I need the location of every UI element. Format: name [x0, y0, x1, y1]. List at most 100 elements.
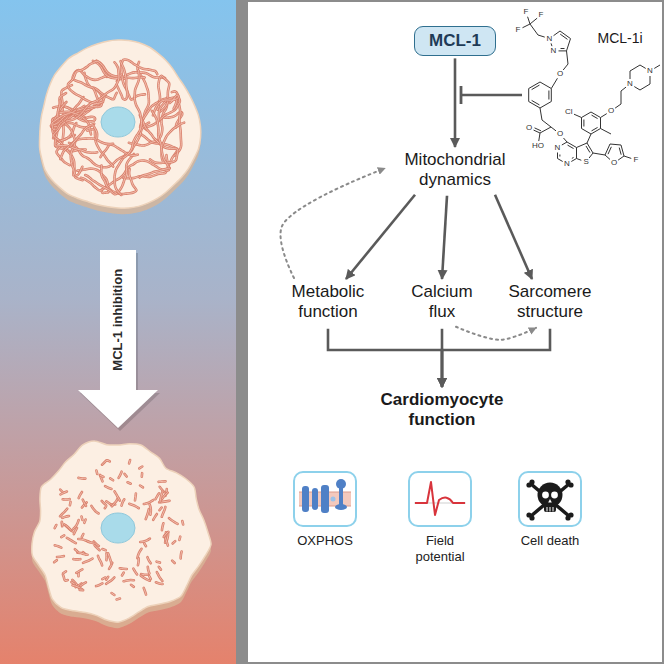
mitochondrion-core: [64, 524, 72, 531]
mitochondrion: [137, 558, 140, 565]
mitochondrion: [122, 499, 125, 505]
mitochondrion-core: [100, 475, 103, 481]
mitochondrion-core: [159, 481, 166, 482]
mitochondrion-core: [60, 139, 113, 160]
nucleus: [101, 107, 135, 137]
bone-end: [565, 515, 570, 520]
mitochondrion: [80, 589, 83, 592]
mitochondrion-core: [81, 155, 169, 190]
atom-symbol: O: [525, 124, 533, 132]
mitochondrion: [63, 571, 66, 573]
mitochondrion-core: [62, 516, 69, 518]
atom-symbol: Cl: [564, 108, 574, 116]
mitochondrion: [128, 460, 132, 463]
mitochondrion-core: [108, 553, 111, 563]
bond: [615, 104, 621, 108]
atom-symbol: O: [610, 159, 618, 167]
mitochondrion: [60, 491, 66, 494]
mitochondrion-core: [106, 577, 114, 583]
mitochondrion-core: [157, 572, 163, 581]
bond: [601, 129, 612, 135]
bond: [601, 114, 607, 118]
mitochondrion-core: [156, 493, 160, 499]
bond: [528, 89, 529, 102]
mitochondrion: [102, 549, 105, 550]
bond: [567, 142, 577, 148]
bond: [538, 35, 545, 37]
node-text: Cardiomyocyte function: [367, 390, 517, 431]
atom-symbol: F: [538, 11, 545, 19]
nucleus: [101, 513, 135, 543]
field-trace: [415, 482, 465, 515]
mitochondrion-core: [79, 492, 82, 498]
node-text: Metabolic function: [280, 282, 376, 323]
complex: [312, 488, 318, 510]
mitochondrion: [95, 471, 98, 474]
bond: [640, 84, 650, 90]
mitochondrion: [147, 557, 150, 563]
mitochondrion: [96, 583, 102, 586]
mitochondrion-core: [54, 560, 57, 562]
mitochondrion-core: [71, 582, 74, 584]
bond: [557, 153, 558, 159]
bond-double: [560, 34, 567, 39]
bond-double: [568, 145, 574, 148]
mitochondrion-core: [88, 541, 95, 543]
mitochondrion: [76, 569, 82, 572]
cell-death-icon: Cell death: [504, 470, 596, 549]
atom-symbol: HO: [531, 142, 545, 150]
mitochondrion: [115, 153, 128, 195]
flow-arrow: [442, 196, 447, 279]
complex: [302, 486, 309, 512]
bond: [591, 129, 601, 135]
mitochondrion-core: [147, 557, 150, 563]
mitochondrion: [85, 154, 134, 194]
mitochondrion-core: [173, 541, 176, 543]
flow-arrow: [495, 195, 532, 279]
mitochondrion-core: [144, 588, 146, 595]
mitochondrion: [181, 521, 184, 524]
mitochondrion: [55, 525, 57, 528]
mitochondrion-core: [156, 582, 163, 584]
atom-symbol: N: [646, 67, 654, 75]
mitochondrion: [112, 498, 118, 506]
icon: [407, 470, 473, 528]
mitochondrion-core: [139, 467, 142, 469]
atom-symbol: N: [546, 35, 554, 43]
mitochondrion-core: [83, 559, 93, 563]
mitochondrion: [55, 545, 62, 547]
mitochondrion: [66, 525, 71, 530]
bond: [563, 138, 567, 142]
mitochondrion: [112, 593, 115, 595]
bond: [530, 18, 537, 24]
mitochondrion-core: [105, 486, 111, 489]
mitochondrion: [172, 561, 175, 563]
flow-arrow: [442, 329, 550, 387]
mitochondrion-core: [159, 508, 161, 511]
mitochondrion: [149, 576, 151, 579]
mitochondrion-core: [144, 543, 146, 546]
mitochondrion-core: [137, 549, 141, 558]
mitochondrion: [141, 576, 150, 581]
mitochondrion: [63, 575, 68, 581]
mitochondrion: [124, 474, 126, 477]
mitochondrion: [162, 507, 166, 517]
cell-body: [32, 441, 211, 622]
mitochondrion-core: [159, 567, 161, 570]
node-text: OXPHOS: [297, 533, 353, 549]
mitochondrion: [81, 155, 169, 190]
feedback-arrow: [280, 168, 385, 278]
mitochondrion-core: [66, 525, 71, 530]
mitochondrion-core: [77, 553, 87, 555]
mitochondrion-core: [96, 471, 98, 474]
icon-frame: [519, 472, 581, 526]
mitochondrion-core: [102, 460, 110, 464]
bond: [560, 31, 571, 39]
mitochondrion-core: [141, 473, 142, 476]
bond-double: [583, 120, 584, 127]
mitochondrion-core: [129, 504, 138, 508]
mitochondrion: [173, 541, 176, 543]
mitochondrion: [159, 480, 166, 483]
mitochondrion: [80, 582, 86, 586]
